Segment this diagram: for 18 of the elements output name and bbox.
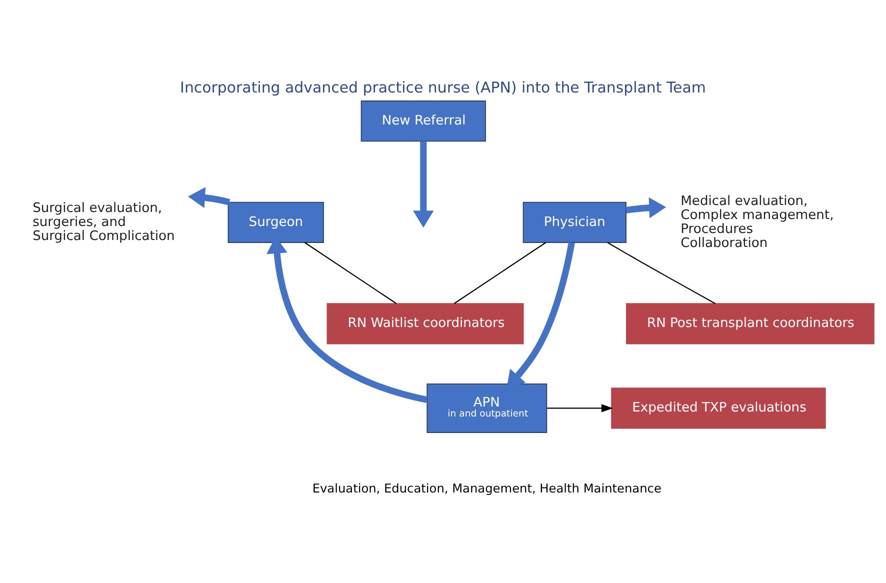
connector (454, 242, 546, 304)
arrow (188, 187, 230, 208)
node-box: RN Waitlist coordinators (326, 303, 524, 344)
node-box: New Referral (360, 100, 486, 142)
arrow (626, 197, 666, 218)
label: Evaluation, Education, Management, Health Maintenance (312, 482, 662, 496)
arrow (412, 141, 434, 228)
connector (304, 242, 397, 304)
node-box: Surgeon (228, 202, 324, 243)
node-text: Medical evaluation, Complex management, Procedures Collaboration (680, 194, 834, 251)
connector (607, 242, 716, 304)
node-box: Expedited TXP evaluations (611, 388, 826, 429)
node-box: Physician (522, 202, 626, 243)
arrow (547, 404, 614, 412)
node-box: RN Post transplant coordinators (626, 303, 874, 344)
diagram-title: Incorporating advanced practice nurse (APN) into the Transplant Team (180, 78, 706, 96)
node-text: Surgical evaluation, surgeries, and Surgical Complication (32, 200, 175, 244)
node-box: APN in and outpatient (426, 383, 548, 433)
